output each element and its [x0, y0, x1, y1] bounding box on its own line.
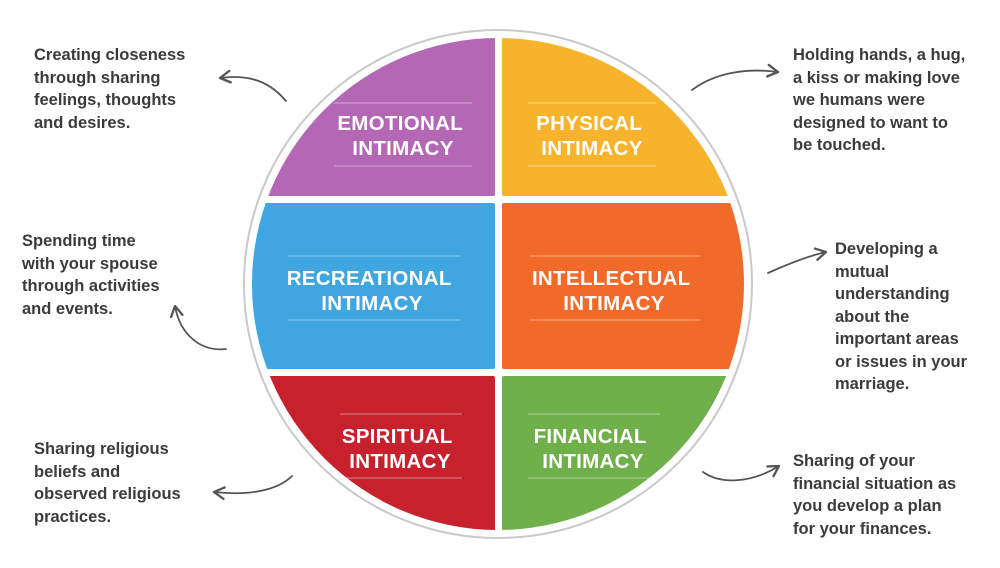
description-emotional: Creating closeness through sharing feeli…	[34, 46, 186, 132]
label-dividers	[288, 102, 700, 479]
arrow-up-left-icon	[218, 69, 287, 102]
description-recreational: Spending time with your spouse through a…	[22, 232, 160, 318]
description-financial: Sharing of your financial situation as y…	[793, 452, 957, 538]
quadrant-intellectual	[502, 203, 744, 369]
arrow-right-icon	[767, 247, 828, 274]
label-intellectual: INTELLECTUAL INTIMACY	[532, 267, 696, 315]
arrow-down-left-icon	[212, 475, 293, 500]
label-spiritual: SPIRITUAL INTIMACY	[342, 425, 459, 473]
description-intellectual: Developing a mutual understanding about …	[835, 240, 968, 393]
arrow-down-right-icon	[702, 464, 781, 482]
description-spiritual: Sharing religious beliefs and observed r…	[34, 440, 181, 526]
arrow-curve-left-icon	[169, 304, 227, 351]
label-financial: FINANCIAL INTIMACY	[534, 425, 653, 473]
arrow-up-right-icon	[691, 63, 780, 91]
label-emotional: EMOTIONAL INTIMACY	[337, 112, 468, 160]
description-physical: Holding hands, a hug, a kiss or making l…	[793, 46, 966, 154]
label-recreational: RECREATIONAL INTIMACY	[287, 267, 458, 315]
label-physical: PHYSICAL INTIMACY	[536, 112, 648, 160]
quadrant-recreational	[252, 203, 495, 369]
